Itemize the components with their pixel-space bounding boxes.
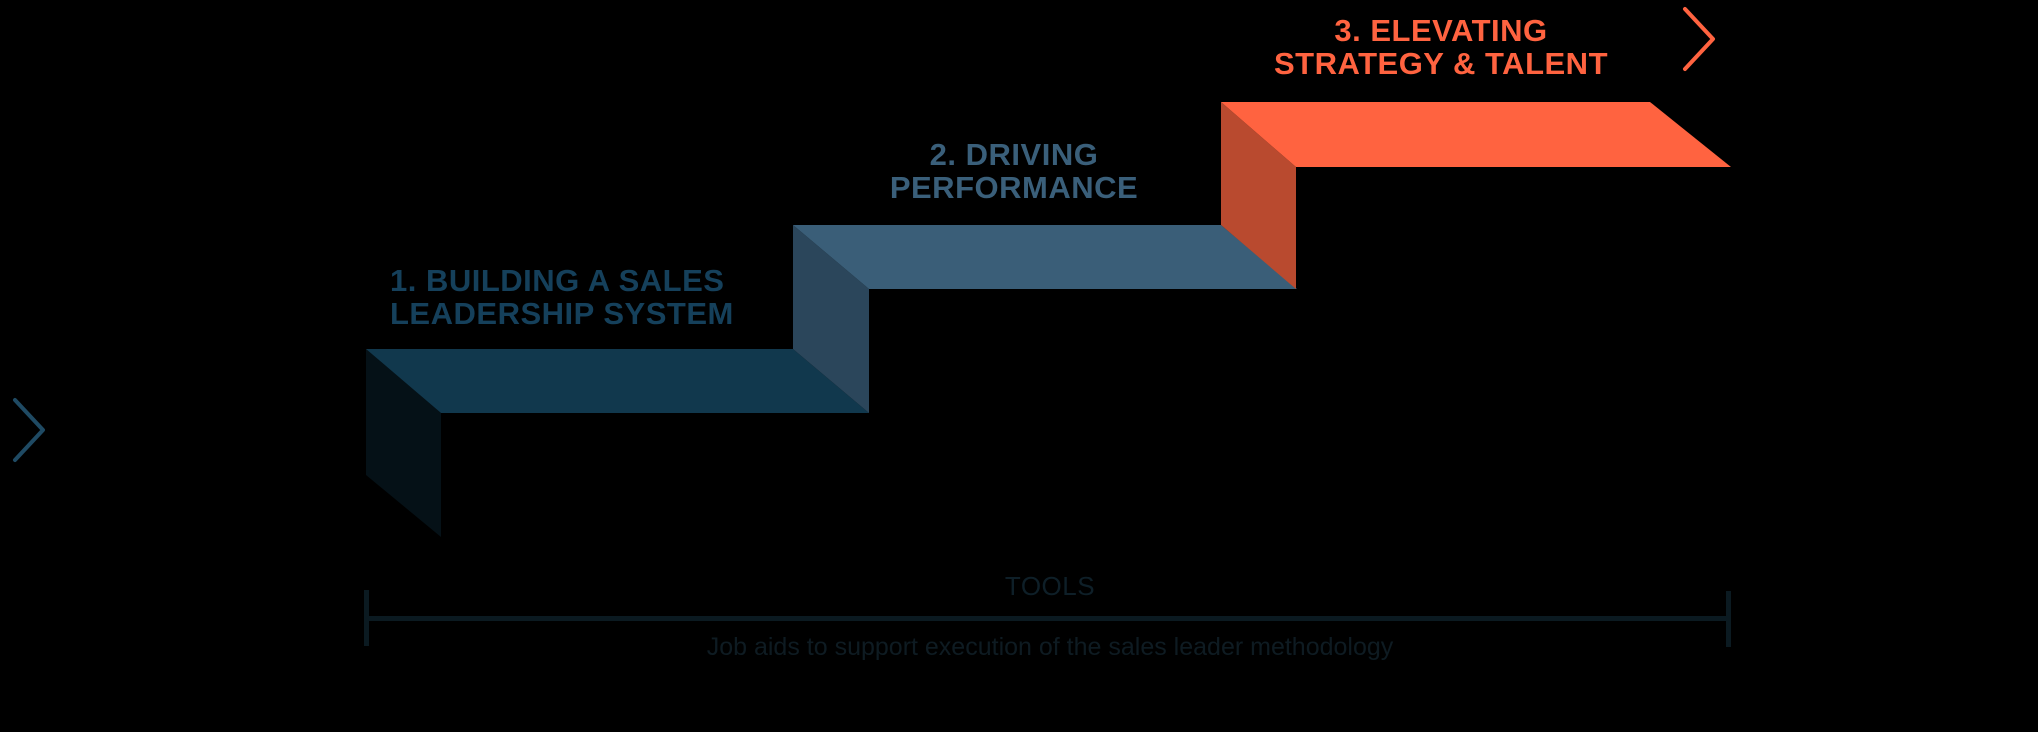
tools-description: Job aids to support execution of the sal…	[706, 633, 1394, 661]
stage-3-label-line2: STRATEGY & TALENT	[1274, 46, 1608, 81]
step3-top-face	[1221, 102, 1731, 167]
stage-1-label: 1. BUILDING A SALES LEADERSHIP SYSTEM	[390, 264, 734, 330]
stage-1-label-line2: LEADERSHIP SYSTEM	[390, 296, 734, 331]
stage-1-label-line1: 1. BUILDING A SALES	[390, 263, 725, 298]
stage-2-label-line2: PERFORMANCE	[889, 170, 1139, 205]
stage-3-label-line1: 3. ELEVATING	[1334, 13, 1548, 48]
chevron-right-icon[interactable]	[0, 390, 56, 470]
chevron-right-icon[interactable]	[1672, 0, 1728, 80]
tools-bracket-right-tick	[1726, 591, 1731, 647]
step3-riser-face	[1221, 102, 1296, 289]
step2-riser-face	[793, 225, 869, 413]
stage-2-label: 2. DRIVING PERFORMANCE	[868, 138, 1160, 204]
step1-top-face	[366, 349, 869, 413]
right-chevron-stroke	[1683, 7, 1715, 71]
step1-side-face	[366, 349, 441, 537]
tools-title: TOOLS	[1004, 571, 1096, 601]
stage-3-label: 3. ELEVATING STRATEGY & TALENT	[1250, 14, 1632, 80]
left-chevron-stroke	[13, 398, 45, 462]
tools-bracket	[364, 590, 1731, 647]
step2-top-face	[793, 225, 1297, 289]
stage-2-label-line1: 2. DRIVING	[929, 137, 1099, 172]
tools-bracket-line	[364, 616, 1731, 621]
